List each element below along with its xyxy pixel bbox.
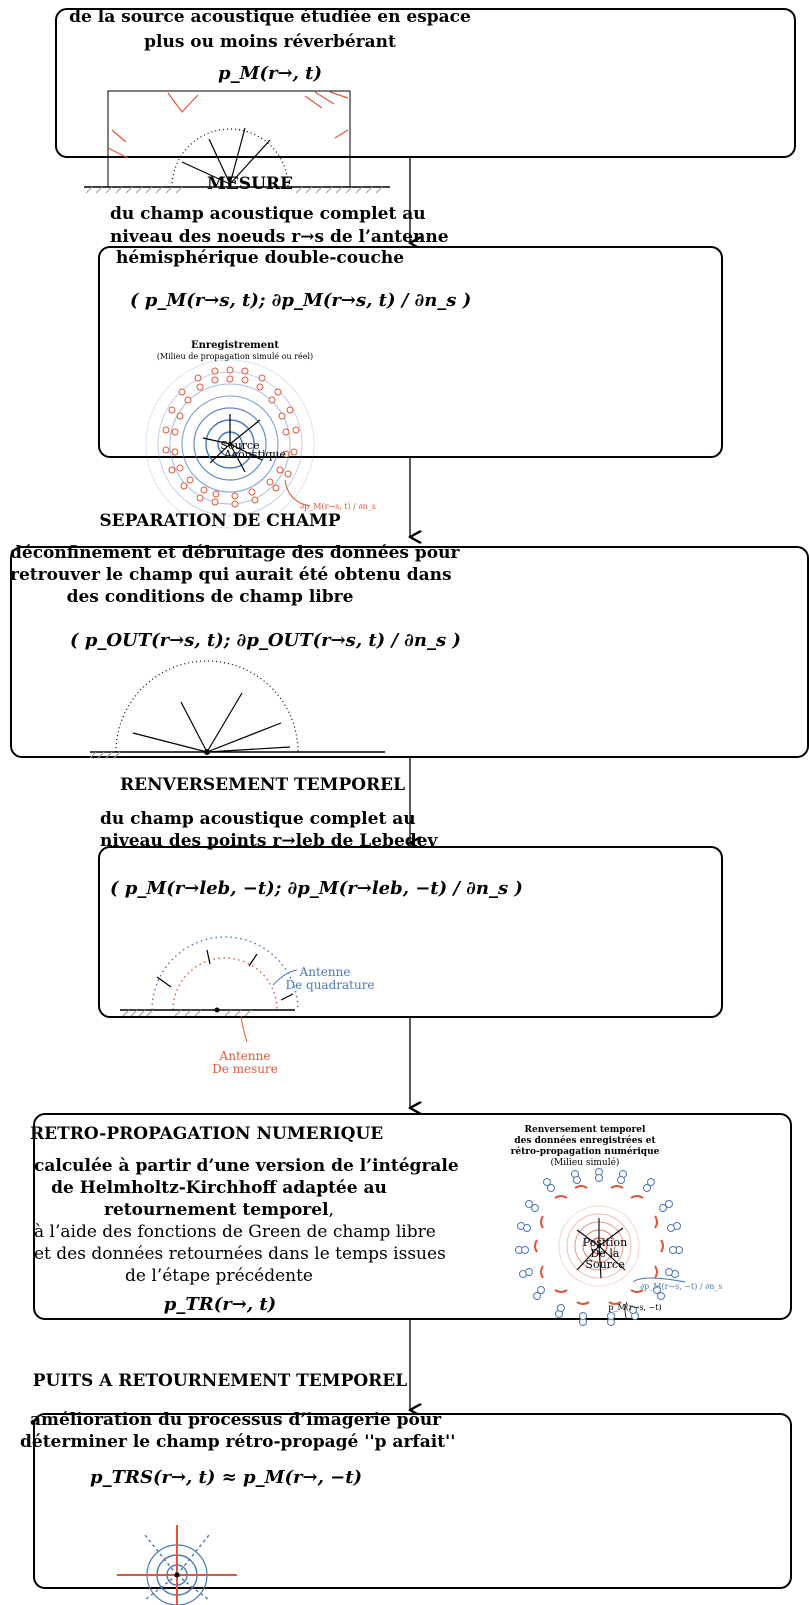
step1-line1: de la source acoustique étudiée en espac… [69,7,471,27]
step3-line1: déconfinement et débruitage des données … [10,543,460,563]
step1-line2: plus ou moins réverbérant [144,32,396,52]
step5-line3-wrap: retournement temporel, [34,1199,404,1221]
step1-box [55,8,796,158]
step4-label-quad2: De quadrature [285,978,375,992]
step5-line2: de Helmholtz-Kirchhoff adaptée au [51,1178,387,1198]
step5-line5: et des données retournées dans le temps … [34,1244,446,1264]
step3-box [10,546,809,758]
step1-formula: p_M(r→, t) [218,63,322,84]
step4-label-quad1: Antenne [299,965,351,979]
step6-box [33,1413,792,1589]
step2-box [98,246,723,458]
step5-fig-subtitle: (Milieu simulé) [550,1158,620,1168]
step3-title: SEPARATION DE CHAMP [99,511,341,531]
step5-line3-tail: , [328,1200,334,1220]
step2-line2: niveau des noeuds r→s de l’antenne [110,227,449,247]
step5-formula: p_TR(r→, t) [163,1294,277,1315]
step3-line3: des conditions de champ libre [66,587,354,607]
step2-fig-title: Enregistrement [190,340,280,351]
step6-formula: p_TRS(r→, t) ≈ p_M(r→, −t) [90,1467,363,1488]
step5-fig-label1: Position [582,1236,628,1249]
step4-label-mes2: De mesure [212,1062,278,1076]
step5-fig-title2: des données enregistrées et [514,1136,656,1146]
step4-formula: ( p_M(r→leb, −t); ∂p_M(r→leb, −t) / ∂n_s… [110,878,523,899]
sink-diagram [117,1525,237,1605]
step2-line1: du champ acoustique complet au [110,204,426,224]
step5-fig-p: p_M(r→s, −t) [608,1303,662,1312]
recording-diagram [145,359,315,529]
lebedev-diagram [120,936,299,1043]
step4-box [98,846,723,1018]
step2-title: MESURE [207,174,293,194]
step5-fig-title3: rétro-propagation numérique [510,1147,660,1157]
free-field-diagram [89,660,385,759]
step5-fig-deriv: ∂p_M(r→s, −t) / ∂n_s [640,1282,723,1291]
step2-fig-subtitle: (Milieu de propagation simulé ou réel) [156,352,314,361]
step2-fig-label1: Source [220,439,260,452]
step5-fig-label2: De la [590,1247,620,1260]
step2-fig-label2: Acoustique [223,448,287,461]
step4-label-mes1: Antenne [219,1049,271,1063]
step5-box [33,1113,792,1320]
step4-title: RENVERSEMENT TEMPOREL [120,775,406,795]
step3-line2: retrouver le champ qui aurait été obtenu… [10,565,452,585]
step5-line1: calculée à partir d’une version de l’int… [34,1156,459,1176]
step5-line3: retournement temporel [104,1200,329,1220]
step4-line1: du champ acoustique complet au [100,809,416,829]
room-diagram [84,90,390,194]
step4-line2: niveau des points r→leb de Lebedev [100,831,438,851]
step5-line4: à l’aide des fonctions de Green de champ… [34,1222,436,1242]
step6-title: PUITS A RETOURNEMENT TEMPOREL [32,1371,408,1391]
step6-line2: déterminer le champ rétro-propagé ''p ar… [20,1432,456,1452]
step2-fig-deriv: ∂p_M(r→s, t) / ∂n_s [300,502,376,511]
step5-fig-label3: Source [585,1258,625,1271]
step5-line6: de l’étape précédente [125,1266,313,1286]
step6-line1: amélioration du processus d’imagerie pou… [30,1410,442,1430]
step5-title: RETRO-PROPAGATION NUMERIQUE [30,1124,384,1144]
backpropagation-diagram [515,1168,686,1326]
step3-formula: ( p_OUT(r→s, t); ∂p_OUT(r→s, t) / ∂n_s ) [70,630,461,651]
step5-fig-title1: Renversement temporel [524,1125,646,1135]
step2-line3: hémisphérique double-couche [115,248,405,268]
step2-formula: ( p_M(r→s, t); ∂p_M(r→s, t) / ∂n_s ) [130,290,472,311]
